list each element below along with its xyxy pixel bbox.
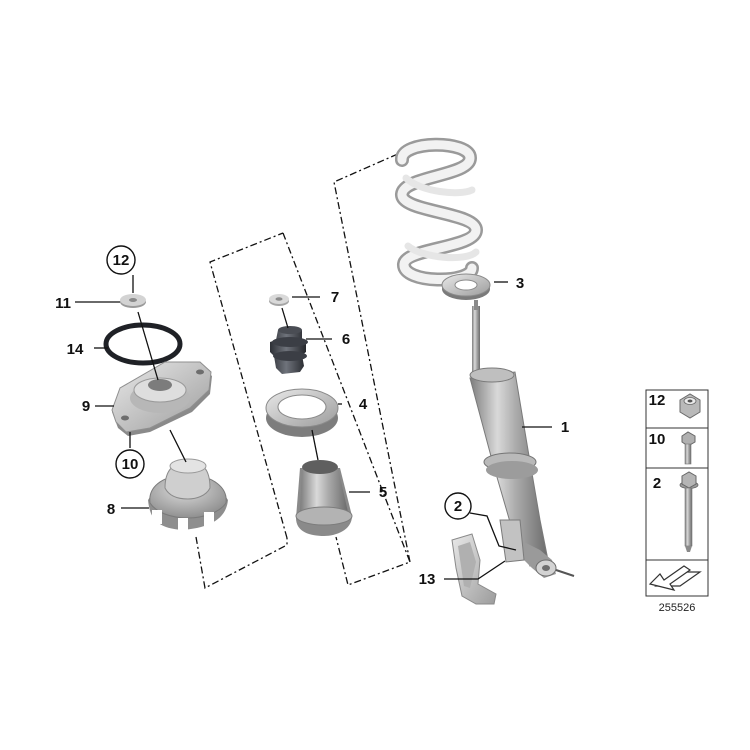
callout-circle-2 <box>444 492 472 520</box>
nut-icon <box>679 393 701 419</box>
part-5-protective-tube <box>295 460 353 536</box>
part-14-seal-ring <box>103 322 183 366</box>
callout-13: 13 <box>419 571 436 588</box>
long-bolt-icon <box>679 471 699 552</box>
callout-circle-10 <box>115 449 145 479</box>
part-3-spring-seat <box>441 273 491 300</box>
part-6-bump-stop <box>270 326 308 374</box>
callout-2: 2 <box>454 498 462 515</box>
part-1-shock-absorber <box>469 300 575 578</box>
part-8-spring-cup <box>148 458 228 530</box>
assembly-dashline-left <box>195 536 288 589</box>
part-9-support-bearing <box>111 361 212 436</box>
callout-11: 11 <box>55 295 71 312</box>
part-7-washer <box>269 294 289 306</box>
callout-10: 10 <box>122 456 139 473</box>
callout-5: 5 <box>379 484 387 501</box>
callout-3: 3 <box>516 275 524 292</box>
callout-8: 8 <box>107 501 115 518</box>
part-13-bracket <box>451 533 497 605</box>
fastener-legend: 12 10 2 255526 <box>645 389 709 614</box>
callout-14: 14 <box>67 341 84 358</box>
assembly-dashline-right <box>333 141 426 563</box>
leader-lines <box>75 275 552 580</box>
legend-label-10: 10 <box>649 431 666 448</box>
short-bolt-icon <box>681 431 696 465</box>
figure-number: 255526 <box>659 602 696 614</box>
callout-labels: 12 11 14 9 10 8 7 6 4 5 3 1 2 13 <box>55 245 569 588</box>
callout-1: 1 <box>561 419 569 436</box>
direction-arrow-icon <box>648 565 702 591</box>
assembly-dashline-middle-right <box>282 232 411 586</box>
callout-7: 7 <box>331 289 339 306</box>
part-11-washer <box>120 294 146 308</box>
callout-4: 4 <box>359 396 368 413</box>
callout-9: 9 <box>82 398 90 415</box>
callout-circle-12 <box>106 245 136 275</box>
assembly-dashline-middle <box>209 232 288 539</box>
callout-6: 6 <box>342 331 350 348</box>
legend-label-12: 12 <box>649 392 666 409</box>
legend-label-2: 2 <box>653 475 661 492</box>
callout-12: 12 <box>113 252 130 269</box>
coil-spring <box>395 137 484 287</box>
part-4-spring-pad <box>265 388 339 437</box>
